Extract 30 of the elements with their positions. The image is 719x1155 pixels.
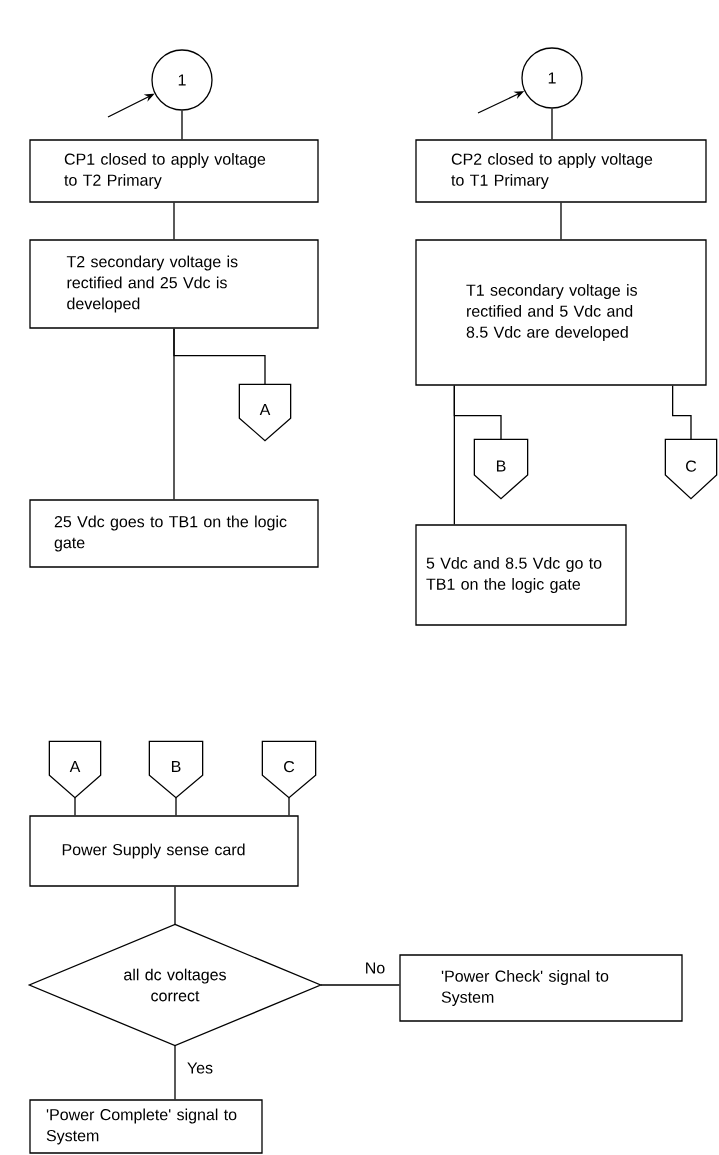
- process-box: T2 secondary voltage is rectified and 25 Vdc is developed: [29, 239, 319, 329]
- process-box: 'Power Complete' signal to System: [29, 1099, 263, 1154]
- connector-line: [320, 984, 400, 986]
- process-box: CP2 closed to apply voltage to T1 Primary: [415, 139, 707, 203]
- offpage-connector: C: [664, 438, 718, 500]
- connector-line: [288, 797, 290, 816]
- connector-line: [175, 797, 177, 816]
- process-box: T1 secondary voltage is rectified and 5 Vdc and 8.5 Vdc are developed: [415, 239, 707, 386]
- connector-line: [74, 797, 76, 816]
- edge-label: No: [362, 960, 388, 976]
- offpage-connector: B: [473, 438, 529, 500]
- offpage-connector: A: [48, 740, 102, 799]
- process-box: Power Supply sense card: [29, 815, 299, 887]
- connector-line: [174, 886, 176, 925]
- connector-line: [173, 202, 175, 240]
- connector-line: [551, 108, 553, 140]
- connector-line: [173, 328, 266, 385]
- offpage-connector: B: [148, 740, 204, 799]
- edge-label: Yes: [184, 1060, 216, 1076]
- process-box: 25 Vdc goes to TB1 on the logic gate: [29, 499, 319, 568]
- offpage-connector: A: [238, 383, 292, 442]
- connector-line: [672, 385, 692, 440]
- connector-line: [181, 110, 183, 140]
- process-box: CP1 closed to apply voltage to T2 Primary: [29, 139, 319, 203]
- process-box: 'Power Check' signal to System: [399, 954, 683, 1022]
- connector-line: [560, 202, 562, 240]
- connector-line: [174, 1045, 176, 1100]
- connector-line: [453, 385, 502, 440]
- offpage-connector: C: [261, 740, 317, 799]
- process-box: 5 Vdc and 8.5 Vdc go to TB1 on the logic gate: [415, 524, 627, 626]
